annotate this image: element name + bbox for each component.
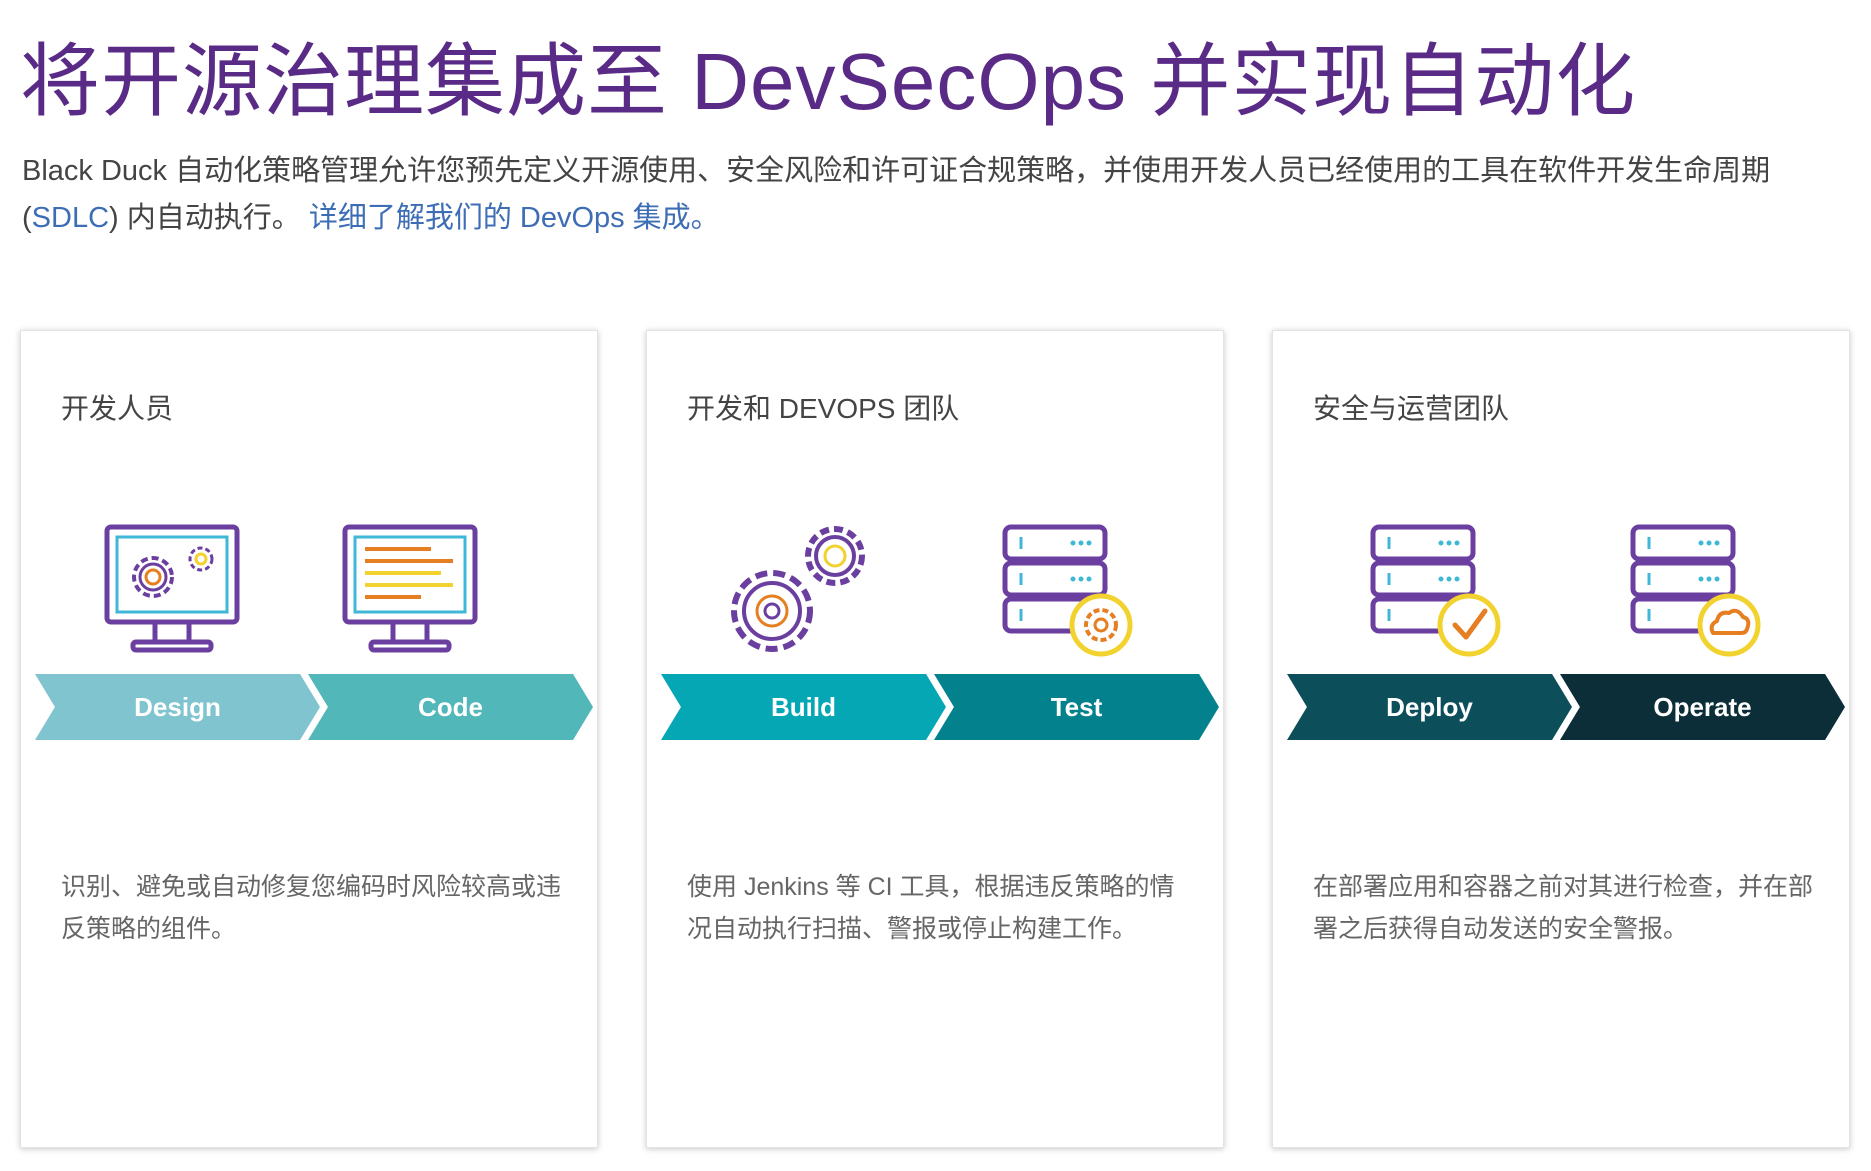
stage-test[interactable]: Test (934, 674, 1219, 740)
card-developers: 开发人员 (20, 330, 598, 1148)
card-title: 安全与运营团队 (1313, 393, 1510, 424)
stage-code[interactable]: Code (308, 674, 593, 740)
stage-build[interactable]: Build (661, 674, 946, 740)
stage-operate[interactable]: Operate (1560, 674, 1845, 740)
intro-text-end: ) 内自动执行。 (109, 202, 301, 234)
card-description: 识别、避免或自动修复您编码时风险较高或违反策略的组件。 (61, 873, 562, 943)
card-description: 使用 Jenkins 等 CI 工具，根据违反策略的情况自动执行扫描、警报或停止… (687, 873, 1175, 943)
card-title: 开发和 DEVOPS 团队 (687, 393, 960, 424)
card-description: 在部署应用和容器之前对其进行检查，并在部署之后获得自动发送的安全警报。 (1313, 873, 1814, 943)
card-devops-teams: 开发和 DEVOPS 团队 (646, 330, 1224, 1148)
gears-icon (727, 521, 877, 661)
page-title: 将开源治理集成至 DevSecOps 并实现自动化 (20, 37, 1637, 126)
stage-deploy[interactable]: Deploy (1287, 674, 1572, 740)
card-security-ops: 安全与运营团队 Deploy Operat (1272, 330, 1850, 1148)
intro-text-main: Black Duck 自动化策略管理允许您预先定义开源使用、安全风险和许可证合规… (22, 155, 1771, 187)
devops-integration-link[interactable]: 详细了解我们的 DevOps 集成。 (308, 202, 720, 234)
intro-text: Black Duck 自动化策略管理允许您预先定义开源使用、安全风险和许可证合规… (22, 148, 1822, 242)
monitor-code-icon (341, 521, 481, 661)
server-check-icon (1369, 521, 1509, 661)
sdlc-link[interactable]: SDLC (31, 202, 110, 234)
intro-paren-open: ( (22, 202, 32, 234)
server-gear-icon (1001, 521, 1141, 661)
server-cloud-icon (1629, 521, 1769, 661)
card-title: 开发人员 (61, 393, 174, 424)
monitor-gears-icon (103, 521, 243, 661)
stage-design[interactable]: Design (35, 674, 320, 740)
